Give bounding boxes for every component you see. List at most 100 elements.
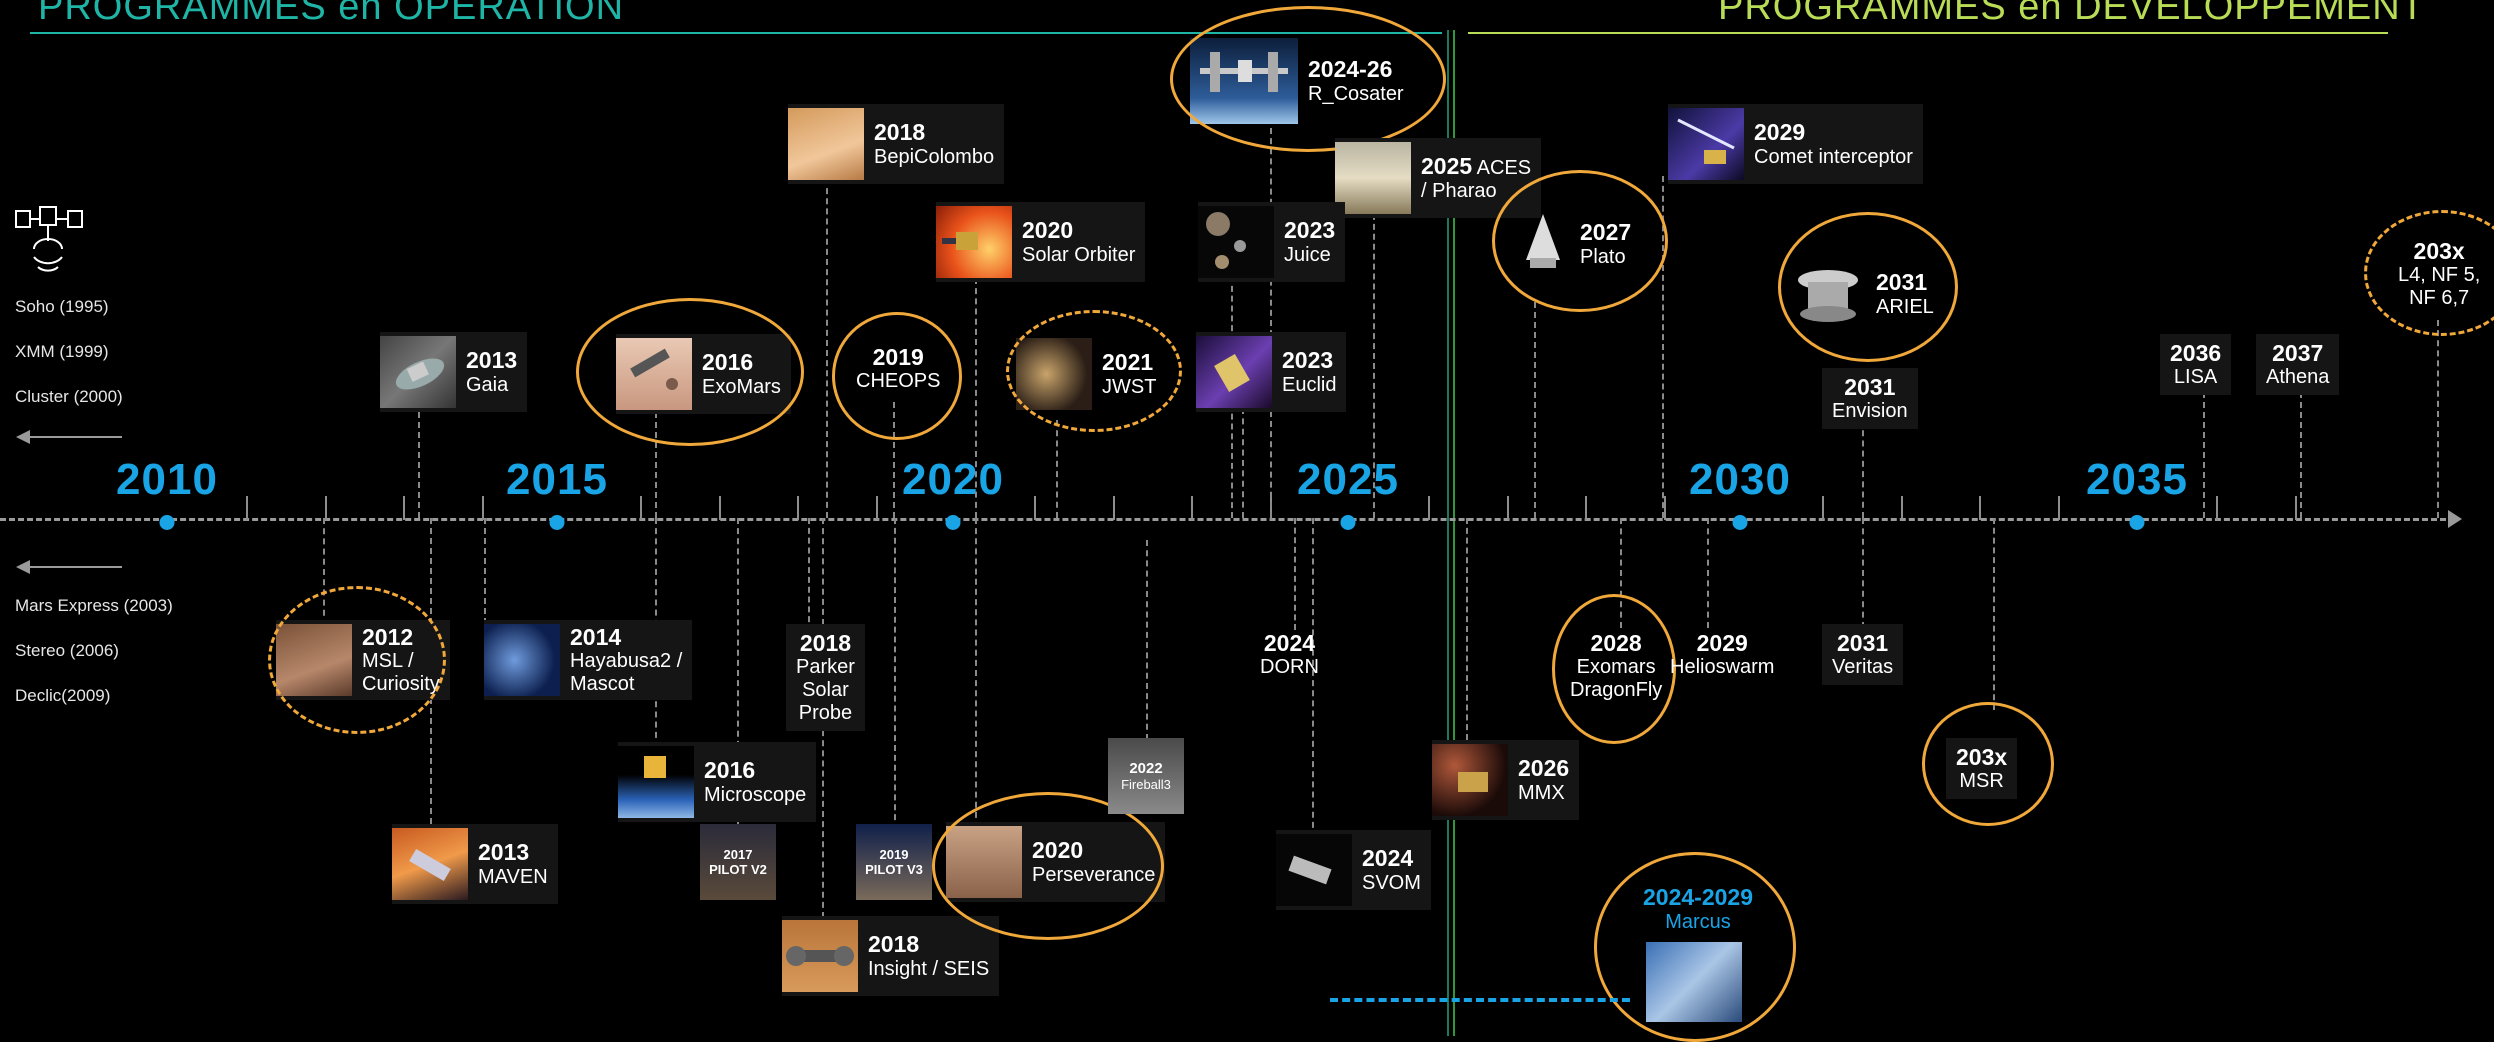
axis-tick	[797, 496, 800, 520]
operation-header: PROGRAMMES en OPERATION	[38, 0, 625, 28]
year-label-2010: 2010	[116, 455, 218, 504]
year-dot	[1340, 515, 1356, 530]
gaia-thumbnail	[380, 336, 456, 408]
highlight-ring	[576, 298, 804, 446]
operation-underline	[30, 32, 1442, 34]
left-top-item: XMM (1999)	[15, 342, 109, 361]
marcus-timeline-dash	[1330, 998, 1630, 1002]
mission-year: 2020	[1022, 217, 1074, 244]
year-label-2015: 2015	[506, 455, 608, 504]
hayabusa2-thumbnail	[484, 624, 560, 697]
axis-tick	[1506, 496, 1509, 520]
stem	[2203, 382, 2205, 518]
timeline-arrow	[2448, 510, 2462, 528]
mmx-thumbnail	[1432, 744, 1508, 816]
highlight-ring	[932, 792, 1164, 940]
stem	[1620, 518, 1622, 628]
mission-year: 2017	[723, 847, 753, 862]
timeline-axis	[0, 518, 2455, 521]
stem	[1466, 518, 1468, 740]
stem	[1056, 420, 1058, 518]
mission-name: Hayabusa2 /	[570, 650, 683, 673]
mission-name: Envision	[1832, 400, 1908, 423]
axis-tick	[2215, 496, 2218, 520]
year-label-2020: 2020	[902, 455, 1004, 504]
axis-tick	[1033, 496, 1036, 520]
mission-year: 2018	[874, 119, 926, 146]
axis-tick	[876, 496, 879, 520]
mission-year: 2024	[1263, 630, 1316, 656]
axis-tick	[1900, 496, 1903, 520]
juice-thumbnail	[1198, 206, 1274, 278]
left-arrow-icon	[16, 560, 122, 574]
stem	[975, 278, 977, 518]
axis-tick	[1979, 496, 1982, 520]
year-dot	[1732, 515, 1748, 530]
stem	[2300, 382, 2302, 518]
left-bottom-item: Mars Express (2003)	[15, 596, 173, 615]
left-top-item: Soho (1995)	[15, 297, 109, 316]
stem	[1242, 408, 1244, 518]
mission-year: 2025	[1421, 153, 1473, 179]
mission-name: DORN	[1260, 656, 1319, 679]
stem	[1862, 420, 1864, 518]
stem	[1146, 540, 1148, 740]
axis-tick	[2294, 496, 2297, 520]
left-bottom-item: Stereo (2006)	[15, 641, 119, 660]
mission-name: Comet interceptor	[1754, 145, 1913, 168]
mission-name: BepiColombo	[874, 145, 995, 168]
bepicolombo-thumbnail	[788, 108, 864, 180]
solar-orbiter-thumbnail	[936, 206, 1012, 278]
year-label-2030: 2030	[1689, 455, 1791, 504]
highlight-ring	[1778, 212, 1958, 362]
stem	[737, 518, 739, 828]
stem	[1534, 302, 1536, 518]
mission-year: 2036	[2170, 340, 2222, 366]
mission-badge-pilot-v2[interactable]: 2017 PILOT V2	[700, 824, 776, 900]
mission-name: Fireball3	[1121, 777, 1171, 792]
mission-year: 2029	[1754, 119, 1806, 146]
mission-name: ACES	[1476, 157, 1532, 179]
stem	[418, 412, 420, 518]
axis-tick	[1191, 496, 1194, 520]
mission-name: Solar Orbiter	[1022, 243, 1136, 266]
maven-thumbnail	[392, 828, 468, 900]
mission-name: PILOT V2	[709, 862, 767, 877]
development-underline	[1468, 32, 2388, 34]
mission-year: 2037	[2272, 340, 2324, 366]
mission-year: 2026	[1518, 755, 1570, 782]
mission-year: 2013	[478, 839, 530, 866]
mission-badge-pilot-v3[interactable]: 2019 PILOT V3	[856, 824, 932, 900]
mission-badge-fireball3[interactable]: 2022 Fireball3	[1108, 738, 1184, 814]
stem	[1707, 518, 1709, 628]
stem	[1373, 204, 1375, 518]
year-label-2035: 2035	[2086, 455, 2188, 504]
axis-tick	[1585, 496, 1588, 520]
highlight-ring	[1170, 6, 1446, 152]
axis-tick	[1821, 496, 1824, 520]
axis-tick	[245, 496, 248, 520]
mission-year: 2023	[1284, 217, 1336, 244]
highlight-ring	[2364, 210, 2494, 336]
mission-name: MAVEN	[478, 865, 548, 888]
highlight-ring	[832, 312, 962, 440]
